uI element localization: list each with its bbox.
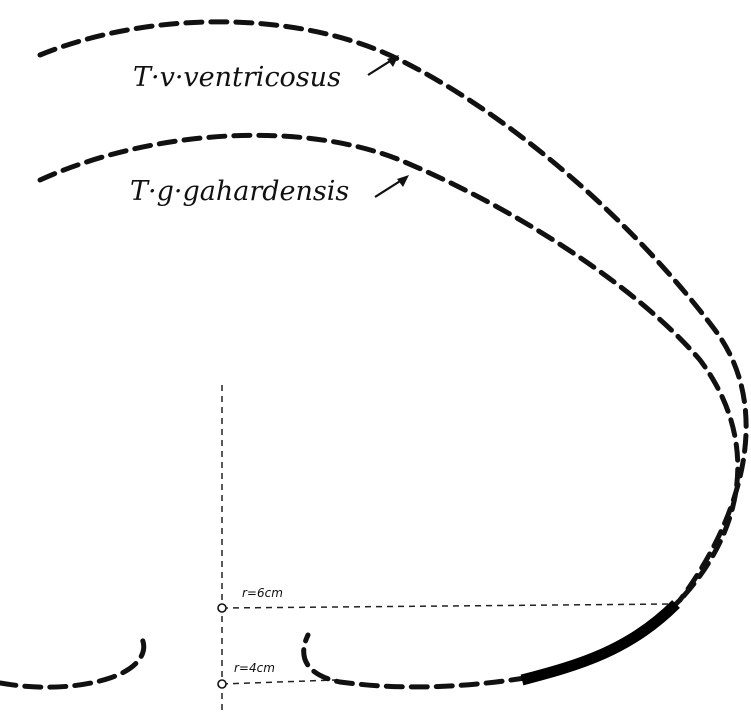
label-radius-6cm: r=6cm (242, 586, 283, 600)
label-ventricosus: T·v·ventricosus (133, 62, 341, 93)
inner-curve-gahardensis (37, 132, 741, 603)
outer-curve-ventricosus (37, 19, 749, 603)
center-point-4cm (217, 679, 227, 689)
label-radius-4cm: r=4cm (234, 661, 275, 675)
center-point-6cm (217, 603, 227, 613)
arrowhead-gahardensis (397, 175, 409, 187)
radius-guide-6cm (221, 603, 671, 609)
radius-guide-4cm (221, 679, 336, 685)
arrowhead-ventricosus (387, 55, 399, 67)
solid-shell-segment (520, 600, 680, 686)
left-fragment-curve (0, 632, 147, 690)
label-gahardensis: T·g·gahardensis (130, 176, 349, 207)
